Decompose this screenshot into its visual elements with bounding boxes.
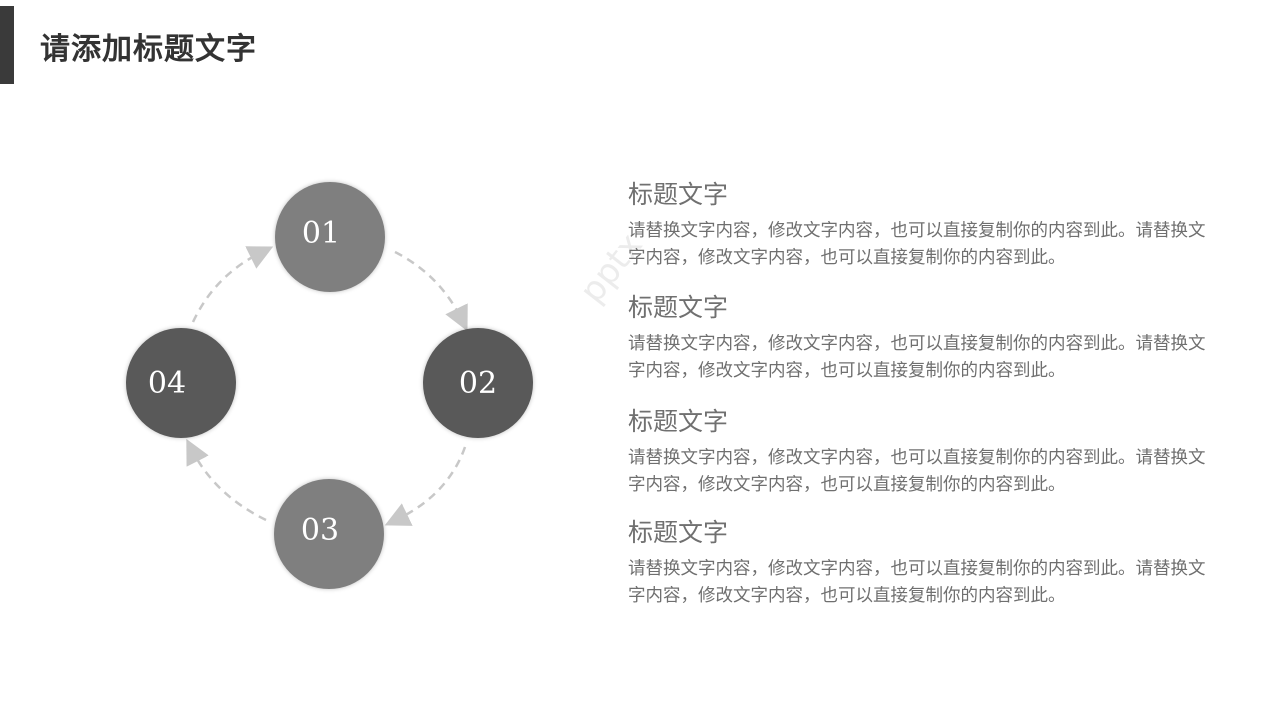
text-item: 标题文字 请替换文字内容，修改文字内容，也可以直接复制你的内容到此。请替换文字内… [628,178,1218,272]
item-description: 请替换文字内容，修改文字内容，也可以直接复制你的内容到此。请替换文字内容，修改文… [628,221,1206,268]
title-accent-bar [0,6,14,84]
text-item: 标题文字 请替换文字内容，修改文字内容，也可以直接复制你的内容到此。请替换文字内… [628,291,1218,385]
item-title: 标题文字 [628,518,729,547]
arrow-03-04 [186,438,267,522]
text-item: 标题文字 请替换文字内容，修改文字内容，也可以直接复制你的内容到此。请替换文字内… [628,405,1218,499]
node-label: 03 [300,512,340,548]
arrow-04-01 [191,246,274,323]
node-04: 04 [126,328,236,438]
arrow-01-02 [394,250,468,332]
node-label: 02 [458,365,498,401]
item-title: 标题文字 [628,407,729,436]
item-description: 请替换文字内容，修改文字内容，也可以直接复制你的内容到此。请替换文字内容，修改文… [628,448,1206,495]
item-title: 标题文字 [628,180,729,209]
cycle-diagram: 01 02 03 04 [0,0,600,720]
item-title: 标题文字 [628,293,729,322]
cycle-arrows [186,246,468,526]
text-item: 标题文字 请替换文字内容，修改文字内容，也可以直接复制你的内容到此。请替换文字内… [628,516,1218,610]
page-title: 请添加标题文字 [40,32,257,67]
node-03: 03 [274,479,384,589]
node-label: 01 [301,215,341,251]
node-01: 01 [275,182,385,292]
item-description: 请替换文字内容，修改文字内容，也可以直接复制你的内容到此。请替换文字内容，修改文… [628,334,1206,381]
item-description: 请替换文字内容，修改文字内容，也可以直接复制你的内容到此。请替换文字内容，修改文… [628,559,1206,606]
arrow-02-03 [384,446,467,526]
node-02: 02 [423,328,533,438]
node-label: 04 [147,365,187,401]
